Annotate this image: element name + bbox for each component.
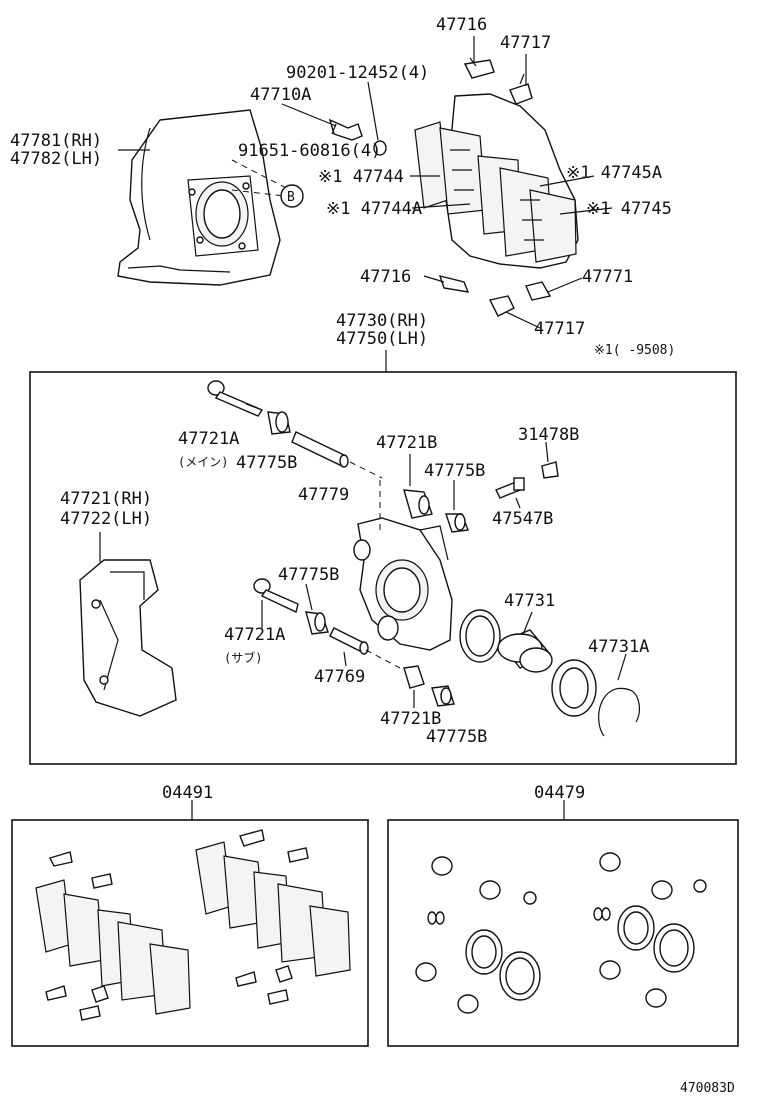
piston-seal-47731 — [459, 609, 501, 663]
label-47547B: 47547B — [492, 509, 553, 529]
bolt-47721A-sub — [253, 578, 299, 613]
label-91651: 91651-60816(4) — [238, 141, 381, 161]
label-47730-rh: 47730(RH) — [336, 311, 428, 331]
pad-clip-47716-mid — [438, 275, 470, 293]
dust-boot — [551, 659, 597, 717]
bolt-47721A-main — [207, 380, 264, 417]
label-47722-lh: 47722(LH) — [60, 509, 152, 529]
boot-47775B-3 — [305, 611, 329, 635]
seal-kit-box — [387, 819, 739, 1047]
label-kit-04491: 04491 — [162, 783, 213, 803]
label-47731A: 47731A — [588, 637, 649, 657]
bushing-47721B-2 — [403, 665, 425, 689]
pad-clip-47717-mid — [488, 295, 515, 317]
caliper-assembly-box — [29, 371, 737, 765]
caliper-body — [353, 517, 453, 651]
label-47775B-2: 47775B — [424, 461, 485, 481]
anti-squeal-47771 — [525, 281, 552, 301]
boot-47775B-2 — [445, 513, 469, 533]
label-47721B-1: 47721B — [376, 433, 437, 453]
seal-kit-contents — [415, 852, 707, 1014]
label-47745A: ※1 47745A — [566, 163, 662, 183]
boot-47775B-1 — [267, 411, 291, 435]
drawing-number: 470083D — [680, 1081, 735, 1096]
label-47775B-4: 47775B — [426, 727, 487, 747]
brake-pad-assembly — [414, 93, 579, 269]
bushing-47721B-1 — [403, 489, 433, 519]
note-main: (メイン) — [178, 455, 228, 469]
label-47771: 47771 — [582, 267, 633, 287]
pad-kit-contents — [35, 829, 351, 1021]
label-47716-top: 47716 — [436, 15, 487, 35]
pad-kit-box — [11, 819, 369, 1047]
label-47721A-main: 47721A — [178, 429, 239, 449]
label-kit-04479: 04479 — [534, 783, 585, 803]
label-47716-mid: 47716 — [360, 267, 411, 287]
caliper-bracket — [79, 559, 177, 717]
footnote-9508: ※1( -9508) — [594, 343, 675, 358]
label-47744A: ※1 47744A — [326, 199, 422, 219]
pad-clip-47717-top — [509, 73, 533, 105]
bleeder-47547B — [495, 477, 525, 499]
boot-47775B-4 — [431, 685, 455, 707]
label-47731: 47731 — [504, 591, 555, 611]
label-47782-lh: 47782(LH) — [10, 149, 102, 169]
piston — [497, 629, 553, 673]
retaining-ring-47731A — [598, 687, 640, 737]
label-47745: ※1 47745 — [586, 199, 672, 219]
pin-47769 — [329, 627, 369, 655]
cap-31478B — [541, 461, 559, 479]
label-47721A-sub: 47721A — [224, 625, 285, 645]
label-47769: 47769 — [314, 667, 365, 687]
label-47717-top: 47717 — [500, 33, 551, 53]
pin-47779 — [291, 431, 349, 468]
dust-cover — [117, 109, 281, 286]
label-47779: 47779 — [298, 485, 349, 505]
label-47750-lh: 47750(LH) — [336, 329, 428, 349]
bubble-b-text: B — [287, 190, 295, 205]
label-47775B-3: 47775B — [278, 565, 339, 585]
reference-b-bubble — [280, 184, 304, 208]
label-47717-mid: 47717 — [534, 319, 585, 339]
label-47744: ※1 47744 — [318, 167, 404, 187]
label-47710A: 47710A — [250, 85, 311, 105]
pad-clip-47716-top — [463, 57, 495, 79]
label-31478B: 31478B — [518, 425, 579, 445]
label-90201: 90201-12452(4) — [286, 63, 429, 83]
label-47721B-2: 47721B — [380, 709, 441, 729]
label-47775B-1: 47775B — [236, 453, 297, 473]
note-sub: (サブ) — [224, 650, 262, 665]
label-47721-rh: 47721(RH) — [60, 489, 152, 509]
label-47781-rh: 47781(RH) — [10, 131, 102, 151]
